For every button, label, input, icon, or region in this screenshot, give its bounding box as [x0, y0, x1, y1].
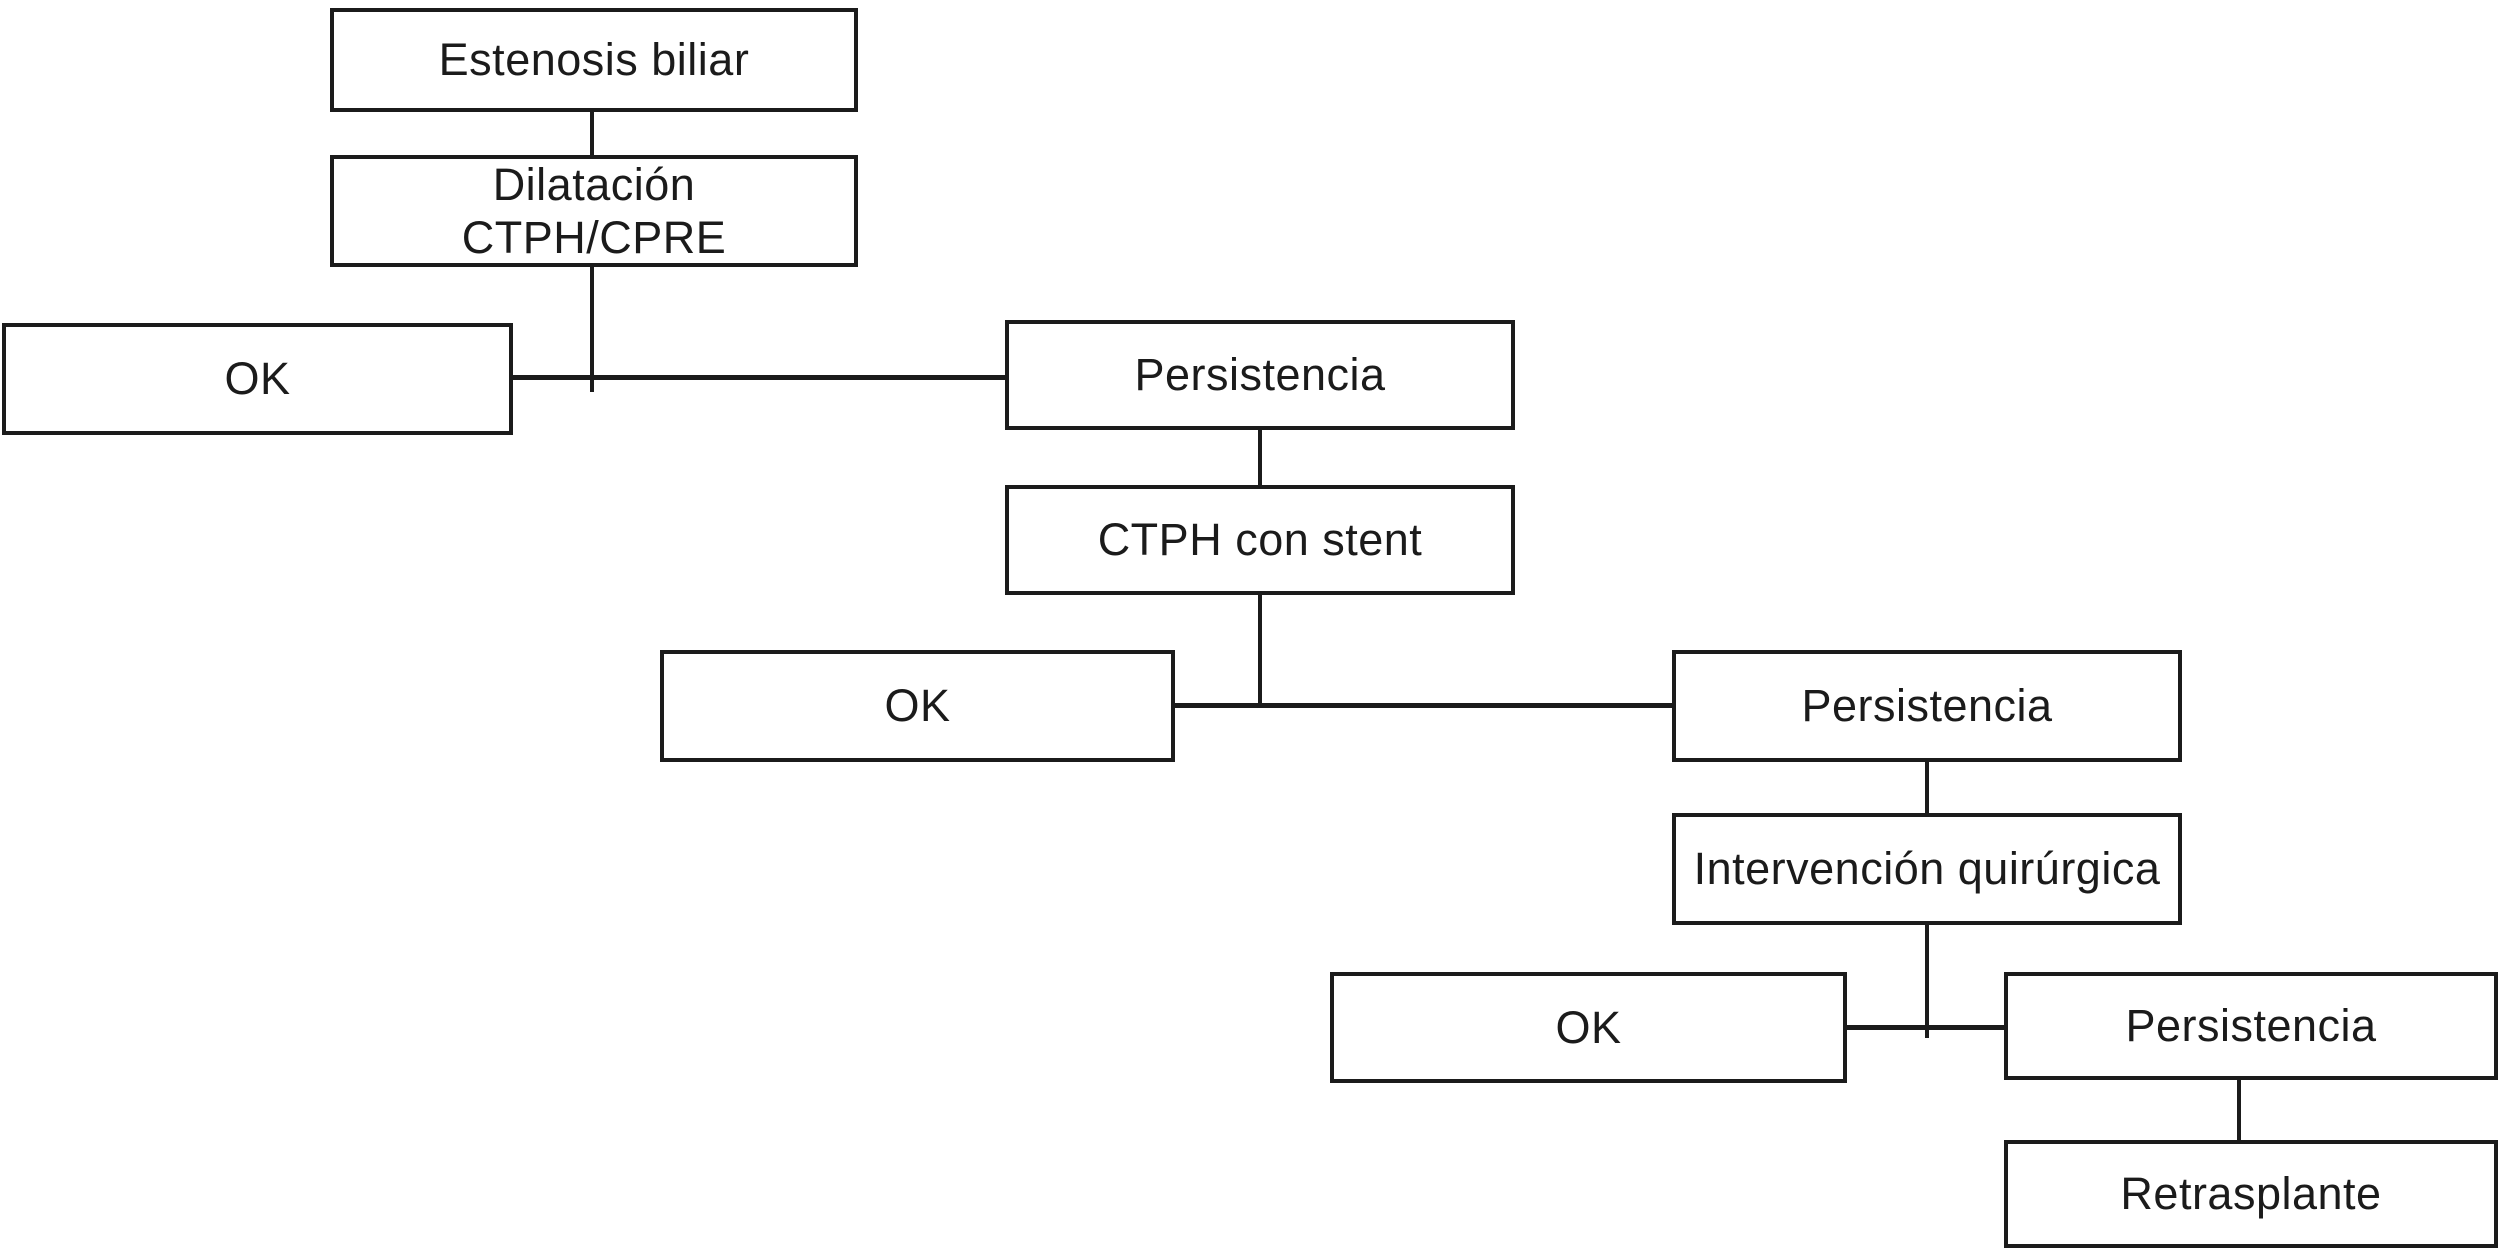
node-retrasplante: Retrasplante: [2004, 1140, 2498, 1248]
node-intervencion-quirurgica: Intervención quirúrgica: [1672, 813, 2182, 925]
node-ok-2: OK: [660, 650, 1175, 762]
node-persistencia-1: Persistencia: [1005, 320, 1515, 430]
node-dilatacion-ctph-cpre: Dilatación CTPH/CPRE: [330, 155, 858, 267]
connector-persistencia1-to-ctph: [1258, 430, 1262, 485]
connector-persistencia3-to-retrasplante: [2237, 1080, 2241, 1140]
connector-intervencion-stem: [1925, 925, 1929, 1038]
connector-ok3-to-persistencia3: [1847, 1025, 2004, 1030]
node-ok-1: OK: [2, 323, 513, 435]
node-estenosis-biliar: Estenosis biliar: [330, 8, 858, 112]
node-ctph-con-stent: CTPH con stent: [1005, 485, 1515, 595]
connector-dilatacion-stem: [590, 267, 594, 392]
node-persistencia-2: Persistencia: [1672, 650, 2182, 762]
node-persistencia-3: Persistencia: [2004, 972, 2498, 1080]
connector-persistencia2-to-intervencion: [1925, 762, 1929, 813]
connector-ok1-to-persistencia1: [513, 375, 1005, 380]
connector-estenosis-to-dilatacion: [590, 112, 594, 155]
connector-ctph-stem: [1258, 595, 1262, 706]
node-ok-3: OK: [1330, 972, 1847, 1083]
connector-ok2-to-persistencia2: [1175, 703, 1672, 708]
